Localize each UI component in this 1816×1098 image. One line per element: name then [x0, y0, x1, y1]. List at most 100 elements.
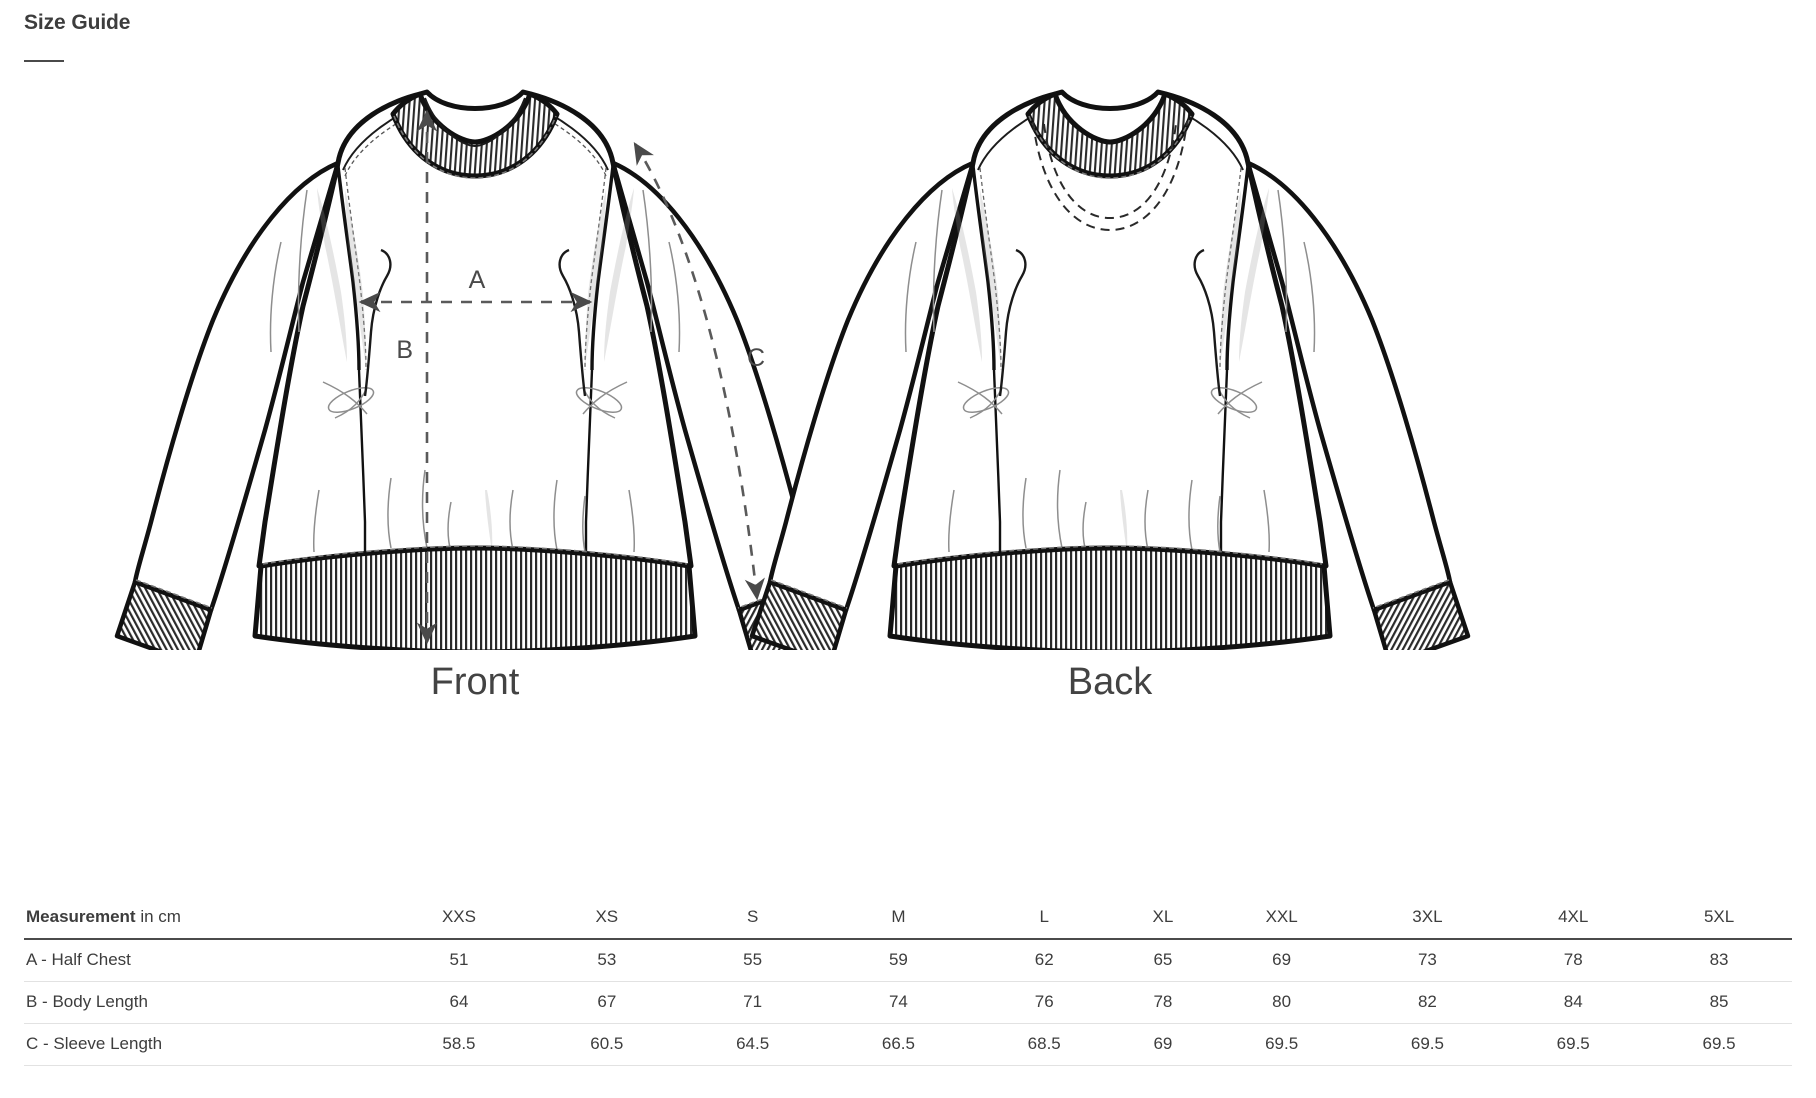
- front-left-armhole-seam: [336, 165, 361, 371]
- back-drape-lines: [904, 189, 1316, 553]
- measurement-header-unit: in cm: [135, 906, 181, 926]
- cell-body-length-m: 74: [825, 981, 972, 1024]
- size-table-container: Measurement in cm XXS XS S M L XL XXL 3X…: [24, 895, 1792, 1066]
- front-right-armhole-seam: [590, 165, 615, 371]
- front-hem-topstitch: [262, 545, 688, 565]
- size-column-header-s: S: [679, 895, 826, 940]
- table-row: A - Half Chest 51 53 55 59 62 65 69 73 7…: [24, 939, 1792, 982]
- cell-body-length-5xl: 85: [1646, 981, 1792, 1024]
- back-right-side-seam: [1219, 369, 1229, 566]
- measurement-header-strong: Measurement: [26, 906, 136, 926]
- back-right-cuff-ribbing: [1371, 579, 1471, 650]
- back-sweatshirt-drawing: [749, 89, 1471, 650]
- back-left-sleeve: [767, 160, 976, 613]
- front-right-armhole-topstitch: [584, 167, 607, 371]
- cell-body-length-xl: 78: [1117, 981, 1209, 1024]
- dimension-label-b: B: [396, 336, 413, 364]
- row-label-sleeve-length: C - Sleeve Length: [24, 1023, 384, 1066]
- size-table-head: Measurement in cm XXS XS S M L XL XXL 3X…: [24, 895, 1792, 940]
- front-left-cuff-topstitch: [135, 579, 213, 609]
- page-header: Size Guide: [24, 8, 130, 62]
- size-column-header-5xl: 5XL: [1646, 895, 1792, 940]
- table-row: C - Sleeve Length 58.5 60.5 64.5 66.5 68…: [24, 1023, 1792, 1066]
- cell-sleeve-length-xxl: 69.5: [1208, 1023, 1355, 1066]
- cell-sleeve-length-s: 64.5: [679, 1023, 826, 1066]
- cell-half-chest-m: 59: [825, 939, 972, 982]
- size-table-body: A - Half Chest 51 53 55 59 62 65 69 73 7…: [24, 939, 1792, 1066]
- cell-sleeve-length-m: 66.5: [825, 1023, 972, 1066]
- size-column-header-xxl: XXL: [1208, 895, 1355, 940]
- back-left-armhole-seam: [971, 165, 996, 371]
- dimension-label-a: A: [469, 266, 486, 294]
- cell-body-length-xs: 67: [533, 981, 680, 1024]
- cell-half-chest-5xl: 83: [1646, 939, 1792, 982]
- front-right-side-seam: [584, 369, 594, 566]
- cell-half-chest-s: 55: [679, 939, 826, 982]
- size-column-header-l: L: [971, 895, 1118, 940]
- back-seam-curl-details: [998, 248, 1222, 397]
- back-left-side-seam: [992, 369, 1002, 566]
- page-title: Size Guide: [24, 11, 131, 34]
- front-view-caption: Front: [430, 661, 520, 703]
- back-right-armhole-topstitch: [1219, 167, 1242, 371]
- size-column-header-xxs: XXS: [384, 895, 534, 940]
- cell-sleeve-length-3xl: 69.5: [1354, 1023, 1501, 1066]
- back-view-figure: Back: [730, 70, 1490, 730]
- title-divider: [24, 60, 64, 62]
- size-column-header-xl: XL: [1117, 895, 1209, 940]
- row-label-body-length: B - Body Length: [24, 981, 384, 1024]
- front-left-armhole-topstitch: [344, 167, 367, 371]
- cell-body-length-l: 76: [971, 981, 1118, 1024]
- cell-half-chest-l: 62: [971, 939, 1118, 982]
- back-hem-topstitch: [897, 545, 1323, 565]
- garment-illustrations: A B C Front: [0, 70, 1816, 730]
- cell-body-length-4xl: 84: [1500, 981, 1647, 1024]
- size-guide-table: Measurement in cm XXS XS S M L XL XXL 3X…: [24, 895, 1792, 1066]
- front-neck-stitch: [393, 115, 557, 179]
- cell-half-chest-4xl: 78: [1500, 939, 1647, 982]
- back-left-cuff-topstitch: [770, 579, 848, 609]
- cell-half-chest-3xl: 73: [1354, 939, 1501, 982]
- size-column-header-m: M: [825, 895, 972, 940]
- size-column-header-3xl: 3XL: [1354, 895, 1501, 940]
- dimension-line-c-sleeve-length: [633, 142, 765, 601]
- back-right-sleeve: [1245, 160, 1453, 613]
- cell-body-length-s: 71: [679, 981, 826, 1024]
- back-torso-outline: [891, 89, 1329, 569]
- cell-body-length-xxs: 64: [384, 981, 534, 1024]
- size-table-header-row: Measurement in cm XXS XS S M L XL XXL 3X…: [24, 895, 1792, 940]
- cell-half-chest-xxs: 51: [384, 939, 534, 982]
- back-left-cuff-ribbing: [749, 579, 849, 650]
- cell-half-chest-xs: 53: [533, 939, 680, 982]
- cell-sleeve-length-l: 68.5: [971, 1023, 1118, 1066]
- back-neck-tape-inner: [1043, 123, 1177, 220]
- back-neck-ribbing: [1025, 91, 1195, 179]
- back-left-armhole-topstitch: [979, 167, 1002, 371]
- back-neck-tape-outer: [1032, 121, 1188, 232]
- cell-body-length-xxl: 80: [1208, 981, 1355, 1024]
- cell-body-length-3xl: 82: [1354, 981, 1501, 1024]
- front-left-side-seam: [357, 369, 367, 566]
- dimension-label-c: C: [747, 344, 765, 372]
- front-neck-inner-line: [424, 97, 526, 148]
- measurement-column-header: Measurement in cm: [24, 895, 384, 940]
- back-hem-ribbing: [887, 545, 1333, 650]
- row-label-half-chest: A - Half Chest: [24, 939, 384, 982]
- cell-sleeve-length-xxs: 58.5: [384, 1023, 534, 1066]
- front-left-cuff-ribbing: [114, 579, 214, 650]
- back-view-caption: Back: [1067, 661, 1153, 703]
- back-right-armhole-seam: [1225, 165, 1250, 371]
- size-column-header-4xl: 4XL: [1500, 895, 1647, 940]
- cell-sleeve-length-4xl: 69.5: [1500, 1023, 1647, 1066]
- cell-half-chest-xl: 65: [1117, 939, 1209, 982]
- cell-sleeve-length-5xl: 69.5: [1646, 1023, 1792, 1066]
- cell-sleeve-length-xs: 60.5: [533, 1023, 680, 1066]
- front-left-sleeve: [132, 160, 341, 613]
- front-fabric-shading: [317, 188, 634, 552]
- front-hem-ribbing: [252, 545, 698, 650]
- cell-half-chest-xxl: 69: [1208, 939, 1355, 982]
- table-row: B - Body Length 64 67 71 74 76 78 80 82 …: [24, 981, 1792, 1024]
- cell-sleeve-length-xl: 69: [1117, 1023, 1209, 1066]
- back-fabric-shading: [952, 188, 1269, 552]
- size-column-header-xs: XS: [533, 895, 680, 940]
